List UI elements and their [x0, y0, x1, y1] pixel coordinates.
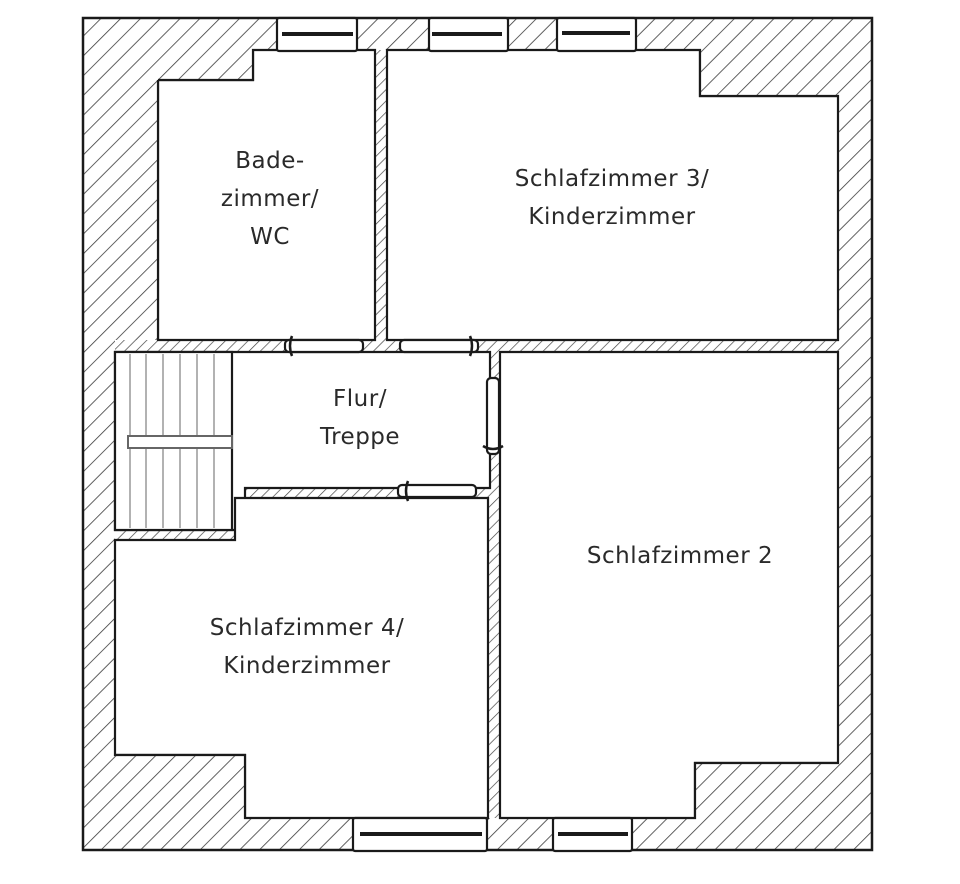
door-bathroom[interactable] — [283, 335, 365, 357]
label-line: zimmer/ — [220, 186, 320, 212]
window-bottom-1 — [351, 816, 489, 853]
label-line: Schlafzimmer 2 — [586, 543, 774, 569]
label-line: Kinderzimmer — [223, 653, 391, 679]
label-line: Kinderzimmer — [528, 204, 696, 230]
label-bedroom2: Schlafzimmer 2 — [587, 537, 773, 575]
window-bottom-2 — [551, 816, 634, 853]
door-bedroom2[interactable] — [482, 376, 504, 456]
windows-top — [275, 16, 638, 53]
label-line: Schlafzimmer 3/ — [514, 166, 710, 192]
label-bedroom4: Schlafzimmer 4/ Kinderzimmer — [210, 609, 404, 685]
staircase — [113, 350, 234, 532]
door-bedroom4[interactable] — [396, 480, 478, 502]
label-hallway: Flur/ Treppe — [320, 380, 400, 456]
window-top-3 — [555, 16, 638, 53]
doors — [283, 335, 504, 502]
room-outlines — [115, 50, 838, 818]
label-line: WC — [250, 224, 290, 250]
label-bathroom: Bade- zimmer/ WC — [221, 142, 319, 256]
window-top-1 — [275, 16, 359, 53]
label-line: Treppe — [319, 424, 401, 450]
label-line: Bade- — [235, 148, 305, 174]
label-line: Flur/ — [333, 386, 387, 412]
heavy-wall-fills — [115, 50, 838, 818]
room-bedroom2 — [498, 350, 840, 820]
window-top-2 — [427, 16, 510, 53]
label-bedroom3: Schlafzimmer 3/ Kinderzimmer — [515, 160, 709, 236]
windows-bottom — [351, 816, 634, 853]
label-line: Schlafzimmer 4/ — [209, 615, 405, 641]
door-bedroom3[interactable] — [398, 335, 480, 357]
